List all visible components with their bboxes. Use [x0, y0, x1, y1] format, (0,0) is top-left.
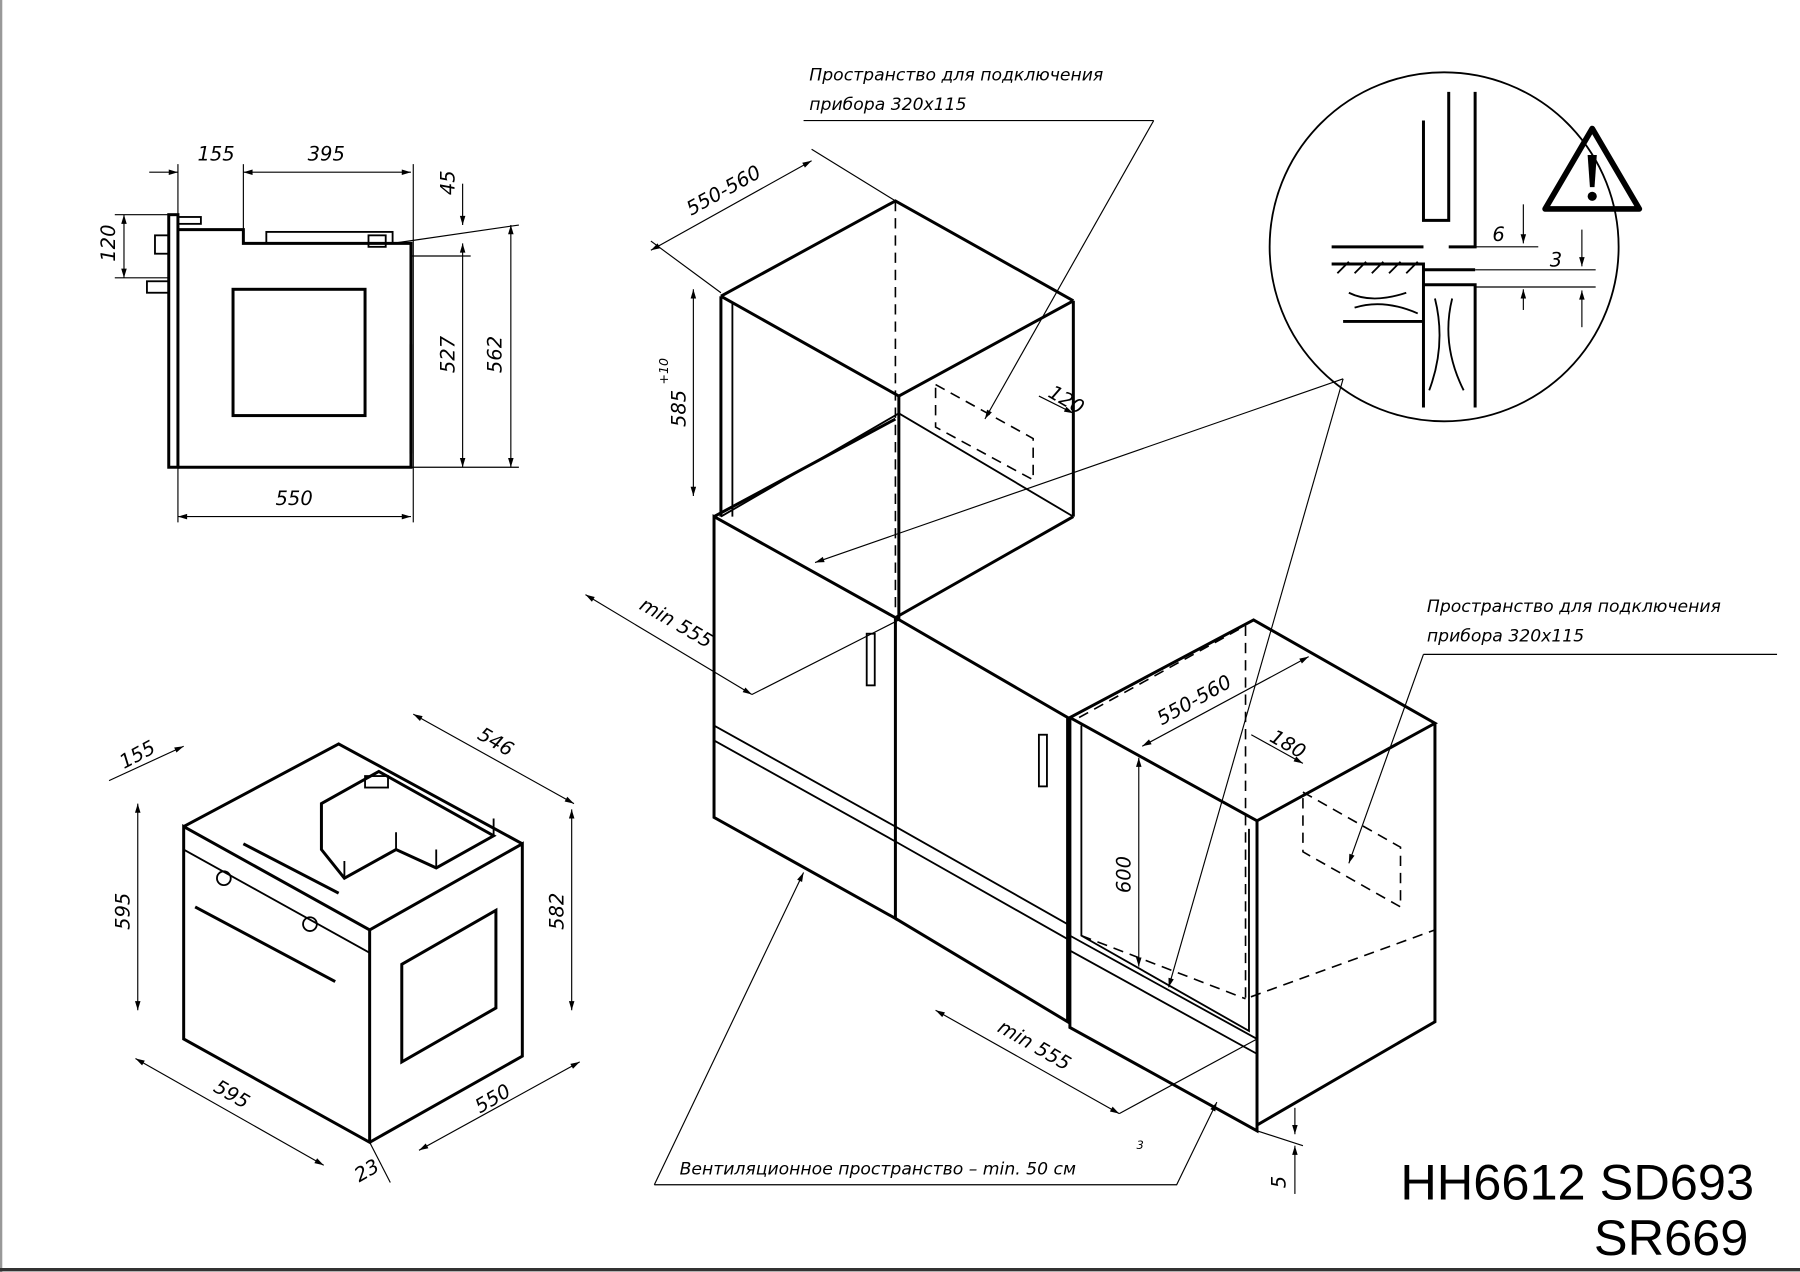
model-title-line1: HH6612 SD693: [1400, 1154, 1754, 1211]
detail-dim-6: 6: [1492, 223, 1504, 246]
dim-45: 45: [437, 170, 460, 195]
dim-527: 527: [437, 335, 460, 373]
dim-585-tolerance: +10: [656, 358, 671, 385]
connect-note-2-line2: прибора 320x115: [1427, 627, 1584, 647]
connect-note-1-line2: прибора 320x115: [809, 95, 966, 115]
dim-585: 585: [667, 390, 690, 427]
dim-155: 155: [197, 143, 234, 166]
vent-note-superscript: 3: [1136, 1138, 1143, 1152]
model-title-line2: SR669: [1594, 1209, 1748, 1266]
iso-dim-595-height: 595: [112, 893, 135, 930]
dim-550: 550: [276, 487, 313, 510]
dim-600: 600: [1113, 856, 1136, 893]
dim-120: 120: [97, 225, 120, 262]
warning-icon: [1542, 125, 1643, 212]
dim-395: 395: [308, 143, 345, 166]
dim-562: 562: [484, 336, 507, 373]
connect-note-2-line1: Пространство для подключения: [1427, 597, 1721, 617]
iso-dim-582: 582: [546, 893, 569, 930]
oven-isometric: 155 546 595 582 595 550 23: [108, 713, 580, 1187]
detail-dim-3: 3: [1550, 248, 1562, 271]
dim-5: 5: [1268, 1176, 1291, 1188]
vent-note: Вентиляционное пространство – min. 50 см: [680, 1159, 1076, 1179]
side-view: 155 395 550 45 527 562 120: [97, 143, 519, 523]
detail-view: 6 3: [1268, 71, 1643, 423]
connect-note-1-line1: Пространство для подключения: [809, 65, 1103, 85]
